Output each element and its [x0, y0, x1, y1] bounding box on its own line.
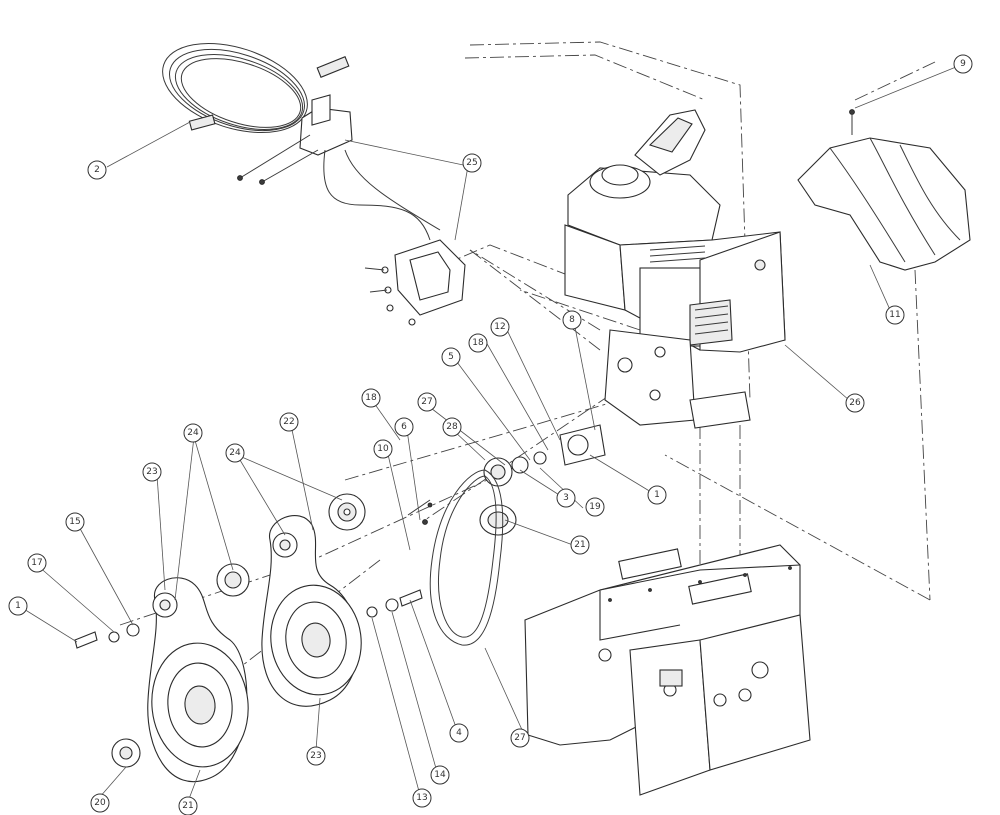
callout-20: 20 — [90, 793, 110, 813]
callout-3: 3 — [556, 488, 576, 508]
svg-text:24: 24 — [187, 428, 199, 438]
callout-22: 22 — [279, 412, 299, 432]
svg-text:20: 20 — [94, 798, 106, 808]
svg-text:23: 23 — [146, 467, 157, 477]
callout-26: 26 — [845, 393, 865, 413]
callout-19: 19 — [585, 497, 605, 517]
svg-text:10: 10 — [377, 444, 389, 454]
svg-text:15: 15 — [69, 517, 80, 527]
drive-plate-large — [216, 515, 362, 707]
callout-18-b: 18 — [361, 388, 381, 408]
callout-8: 8 — [562, 310, 582, 330]
belt-cover — [797, 109, 971, 271]
ignition-switch — [237, 94, 441, 241]
wiring-harness — [162, 42, 350, 134]
callout-23: 23 — [142, 462, 162, 482]
callout-1: 1 — [647, 485, 667, 505]
callout-18: 18 — [468, 333, 488, 353]
starter-bracket — [364, 239, 466, 326]
svg-text:12: 12 — [494, 322, 505, 332]
svg-text:4: 4 — [456, 728, 462, 738]
callout-9: 9 — [953, 54, 973, 74]
callout-4: 4 — [449, 723, 469, 743]
callout-2: 2 — [87, 160, 107, 180]
callout-6: 6 — [394, 417, 414, 437]
callout-17: 17 — [27, 553, 47, 573]
svg-text:18: 18 — [365, 393, 377, 403]
svg-text:24: 24 — [229, 448, 241, 458]
callout-15: 15 — [65, 512, 85, 532]
svg-text:11: 11 — [889, 310, 900, 320]
engine — [564, 109, 786, 429]
svg-text:13: 13 — [416, 793, 427, 803]
callout-13: 13 — [412, 788, 432, 808]
drive-belt — [429, 469, 504, 646]
svg-text:6: 6 — [401, 422, 407, 432]
svg-text:9: 9 — [960, 59, 966, 69]
callout-5: 5 — [441, 347, 461, 367]
callout-27: 27 — [417, 392, 437, 412]
callout-1-b: 1 — [8, 596, 28, 616]
leader-lines — [18, 66, 957, 813]
callout-14: 14 — [430, 765, 450, 785]
svg-text:21: 21 — [574, 540, 585, 550]
callout-21: 21 — [570, 535, 590, 555]
svg-text:18: 18 — [472, 338, 484, 348]
svg-text:19: 19 — [589, 502, 601, 512]
svg-text:27: 27 — [421, 397, 432, 407]
svg-text:1: 1 — [15, 601, 21, 611]
idler-pulleys — [328, 493, 433, 531]
callout-28: 28 — [442, 417, 462, 437]
fasteners — [74, 589, 423, 649]
svg-text:22: 22 — [283, 417, 294, 427]
frame-housing — [524, 544, 811, 796]
callout-12: 12 — [490, 317, 510, 337]
svg-text:17: 17 — [31, 558, 42, 568]
svg-text:8: 8 — [569, 315, 575, 325]
svg-text:27: 27 — [514, 733, 525, 743]
crankshaft-pulleys — [479, 424, 606, 536]
callout-11: 11 — [885, 305, 905, 325]
callout-25: 25 — [462, 153, 482, 173]
svg-text:21: 21 — [182, 801, 193, 811]
svg-text:23: 23 — [310, 751, 321, 761]
drive-plate-front — [111, 577, 249, 783]
callout-10: 10 — [373, 439, 393, 459]
svg-text:2: 2 — [94, 165, 100, 175]
svg-text:3: 3 — [563, 493, 569, 503]
svg-text:28: 28 — [446, 422, 458, 432]
svg-text:5: 5 — [448, 352, 454, 362]
callout-24: 24 — [183, 423, 203, 443]
svg-text:1: 1 — [654, 490, 660, 500]
callout-21-b: 21 — [178, 796, 198, 815]
svg-text:26: 26 — [849, 398, 861, 408]
callout-27-b: 27 — [510, 728, 530, 748]
svg-text:25: 25 — [466, 158, 477, 168]
svg-text:14: 14 — [434, 770, 446, 780]
callout-23-b: 23 — [306, 746, 326, 766]
callout-24-b: 24 — [225, 443, 245, 463]
